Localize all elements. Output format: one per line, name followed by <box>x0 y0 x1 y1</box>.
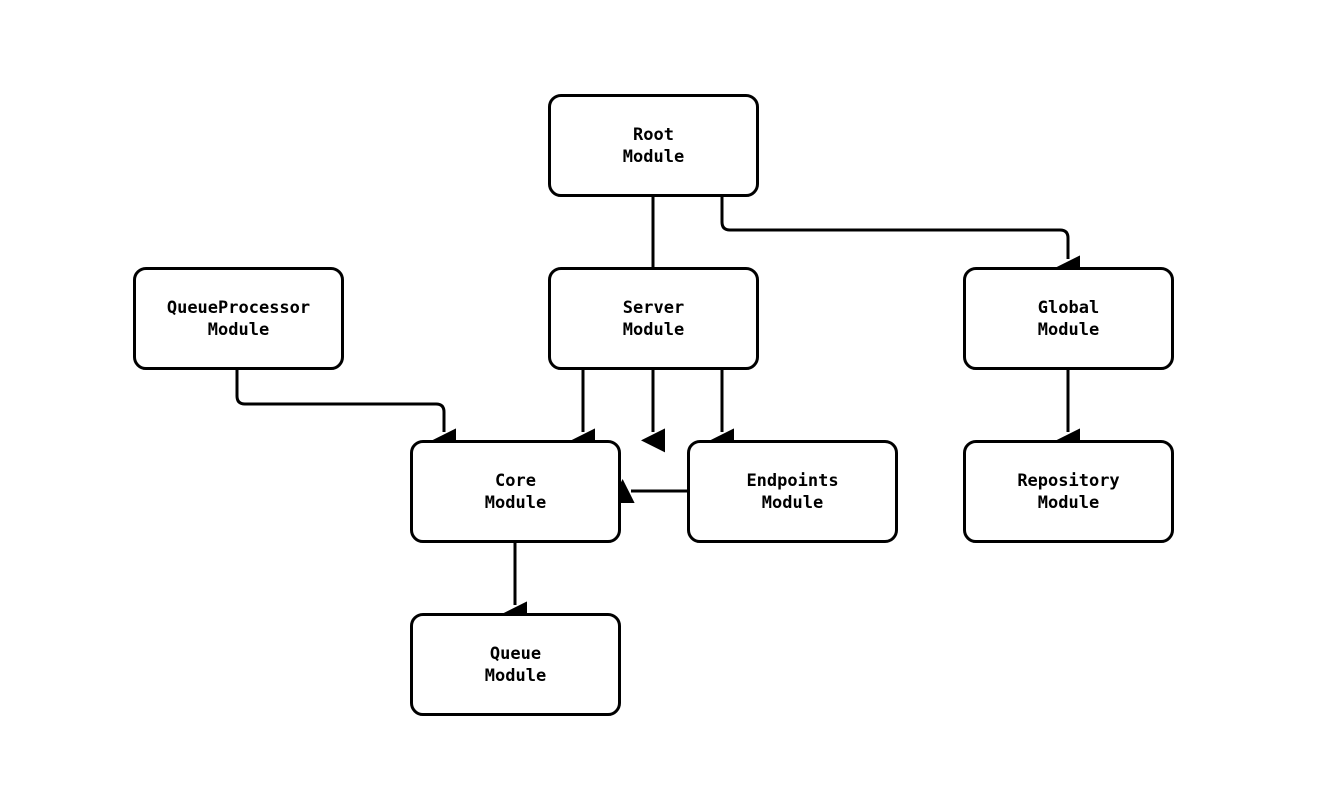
node-queueprocessor-module-label: QueueProcessor Module <box>166 297 311 340</box>
edge-queueprocessor-to-core <box>235 370 456 453</box>
node-queue-module-label: Queue Module <box>484 643 547 686</box>
node-queue-module[interactable]: Queue Module <box>410 613 621 716</box>
node-core-module-label: Core Module <box>484 470 547 513</box>
node-endpoints-module-label: Endpoints Module <box>746 470 839 513</box>
node-repository-module-label: Repository Module <box>1017 470 1120 513</box>
node-queueprocessor-module[interactable]: QueueProcessor Module <box>133 267 344 370</box>
node-repository-module[interactable]: Repository Module <box>963 440 1174 543</box>
node-root-module-label: Root Module <box>622 124 685 167</box>
node-core-module[interactable]: Core Module <box>410 440 621 543</box>
node-server-module-label: Server Module <box>622 297 685 340</box>
node-root-module[interactable]: Root Module <box>548 94 759 197</box>
node-global-module-label: Global Module <box>1037 297 1100 340</box>
node-global-module[interactable]: Global Module <box>963 267 1174 370</box>
node-endpoints-module[interactable]: Endpoints Module <box>687 440 898 543</box>
edge-root-to-global <box>720 197 1080 280</box>
node-server-module[interactable]: Server Module <box>548 267 759 370</box>
